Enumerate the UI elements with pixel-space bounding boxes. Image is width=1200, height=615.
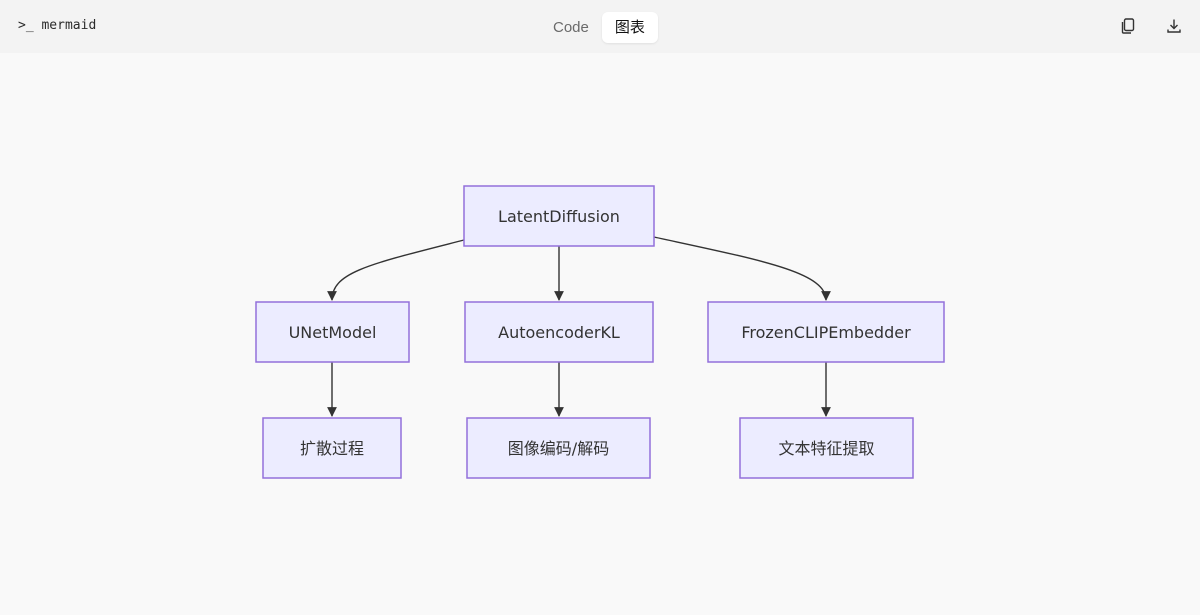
download-icon bbox=[1167, 19, 1181, 33]
terminal-icon: >_ bbox=[18, 18, 34, 33]
node-image-encode-decode: 图像编码/解码 bbox=[466, 417, 651, 479]
language-label: >_ mermaid bbox=[18, 18, 96, 33]
node-label: UNetModel bbox=[289, 323, 377, 342]
node-diffusion-process: 扩散过程 bbox=[262, 417, 402, 479]
node-text-feature-extraction: 文本特征提取 bbox=[739, 417, 914, 479]
edge-latent-clip bbox=[653, 236, 831, 301]
copy-icon bbox=[1121, 18, 1135, 34]
node-latent-diffusion: LatentDiffusion bbox=[463, 185, 655, 247]
toolbar: >_ mermaid Code 图表 bbox=[0, 0, 1200, 53]
node-label: 图像编码/解码 bbox=[508, 439, 609, 458]
copy-button[interactable] bbox=[1117, 15, 1139, 37]
node-autoencoder-kl: AutoencoderKL bbox=[464, 301, 654, 363]
node-unet-model: UNetModel bbox=[255, 301, 410, 363]
node-label: FrozenCLIPEmbedder bbox=[741, 323, 911, 342]
flowchart: LatentDiffusion UNetModel AutoencoderKL … bbox=[255, 185, 945, 479]
tab-code[interactable]: Code bbox=[553, 19, 589, 36]
download-button[interactable] bbox=[1163, 15, 1185, 37]
node-label: LatentDiffusion bbox=[498, 207, 620, 226]
view-tabs: Code 图表 bbox=[544, 12, 658, 43]
diagram-canvas: LatentDiffusion UNetModel AutoencoderKL … bbox=[0, 53, 1200, 611]
edge-latent-unet bbox=[327, 239, 465, 301]
node-label: 文本特征提取 bbox=[778, 439, 874, 458]
tab-diagram[interactable]: 图表 bbox=[601, 12, 658, 43]
node-frozen-clip-embedder: FrozenCLIPEmbedder bbox=[707, 301, 945, 363]
node-label: AutoencoderKL bbox=[498, 323, 620, 342]
language-name: mermaid bbox=[41, 18, 97, 33]
node-label: 扩散过程 bbox=[300, 439, 364, 458]
